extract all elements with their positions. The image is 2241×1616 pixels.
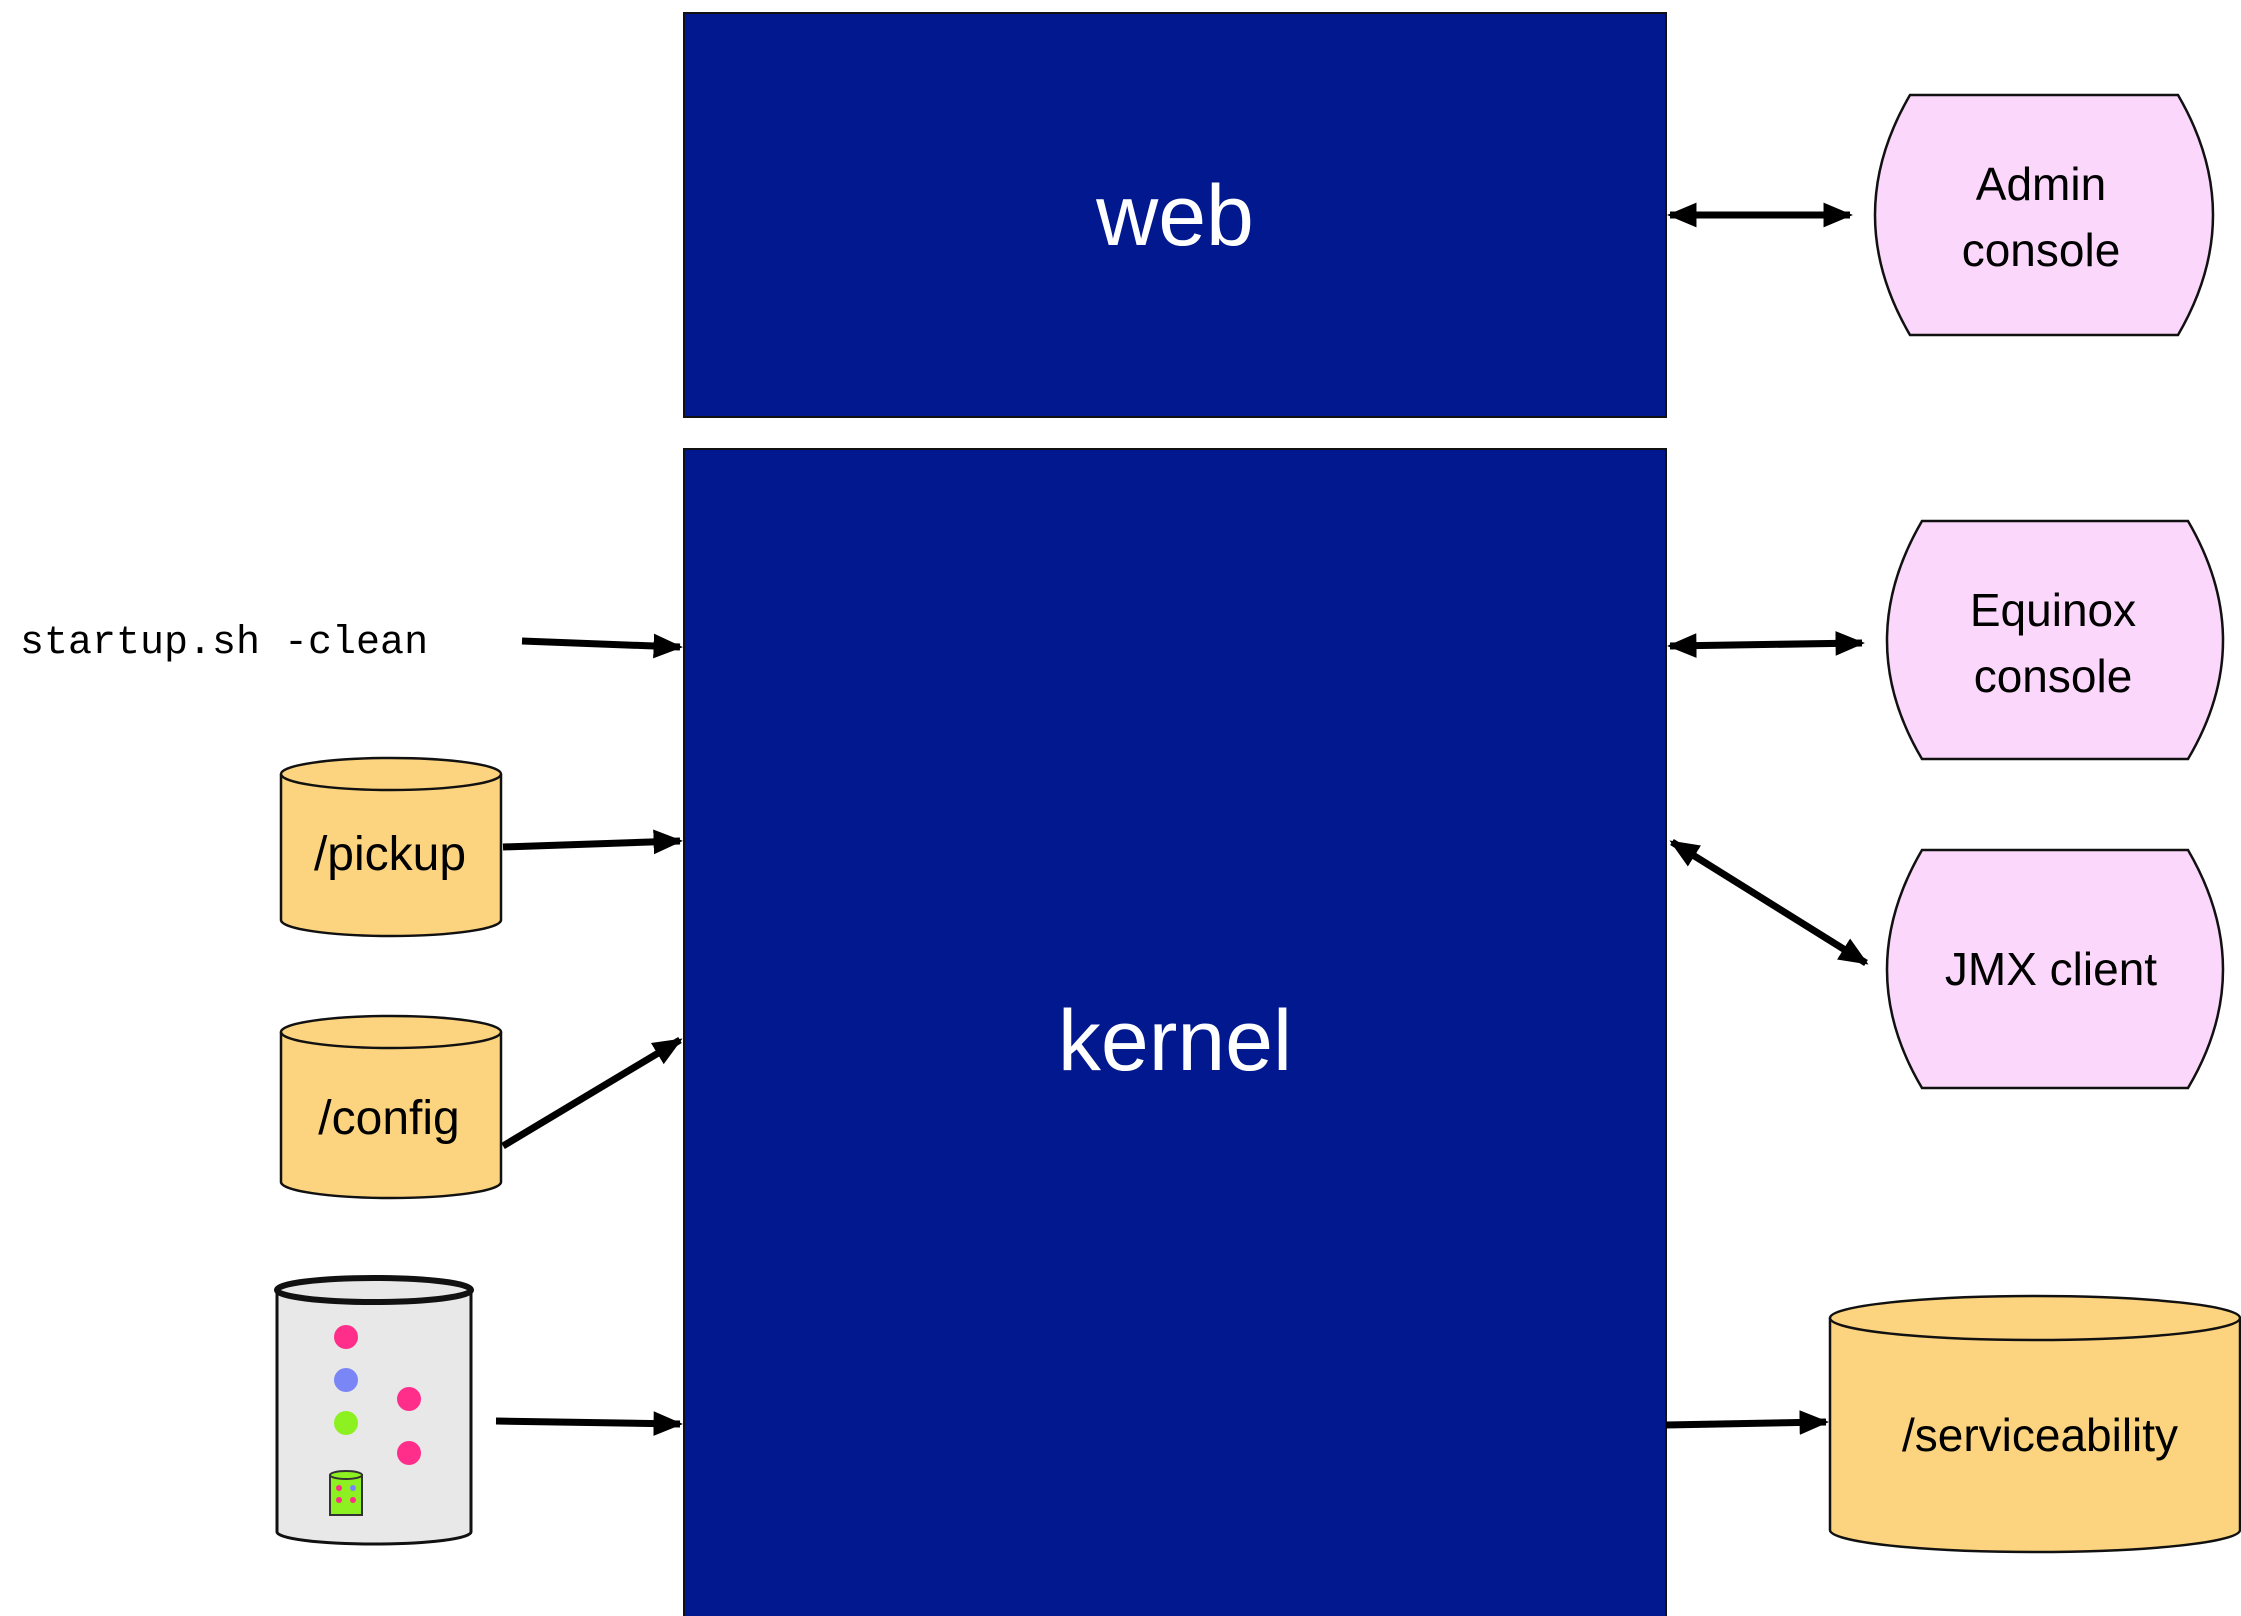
admin-console-label-line2: console [1962,224,2121,276]
mini-repository-icon [329,1470,363,1516]
web-label: web [1095,168,1254,264]
admin-console-node: Admin console [1873,93,2215,337]
serviceability-store: /serviceability [1828,1294,2241,1554]
jmx-client-label: JMX client [1945,943,2157,995]
config-arrow [501,1036,683,1150]
web-component: web [683,12,1667,418]
serviceability-arrow [1665,1410,1829,1435]
bundle-dot [397,1441,421,1465]
admin-console-label-line1: Admin [1976,158,2106,210]
jmx-client-node: JMX client [1885,848,2225,1090]
equinox-console-arrow [1667,631,1865,658]
equinox-console-label-line2: console [1974,650,2133,702]
bundle-dot [334,1368,358,1392]
bundle-dot [334,1411,358,1435]
pickup-label: /pickup [314,828,466,881]
startup-command-label: startup.sh -clean [20,621,428,666]
repository-arrow [495,1411,683,1436]
equinox-console-label-line1: Equinox [1970,584,2136,636]
bundle-dot [397,1387,421,1411]
pickup-arrow [502,829,683,855]
jmx-client-arrow [1669,839,1869,966]
config-store: /config [279,1014,503,1200]
pickup-store: /pickup [279,756,503,938]
startup-arrow [521,633,683,659]
config-label: /config [318,1092,459,1145]
equinox-console-node: Equinox console [1885,519,2225,761]
kernel-component: kernel [683,448,1667,1616]
repository-icon [274,1275,474,1546]
bundle-dot [334,1325,358,1349]
serviceability-label: /serviceability [1902,1409,2178,1461]
kernel-label: kernel [1058,993,1292,1089]
